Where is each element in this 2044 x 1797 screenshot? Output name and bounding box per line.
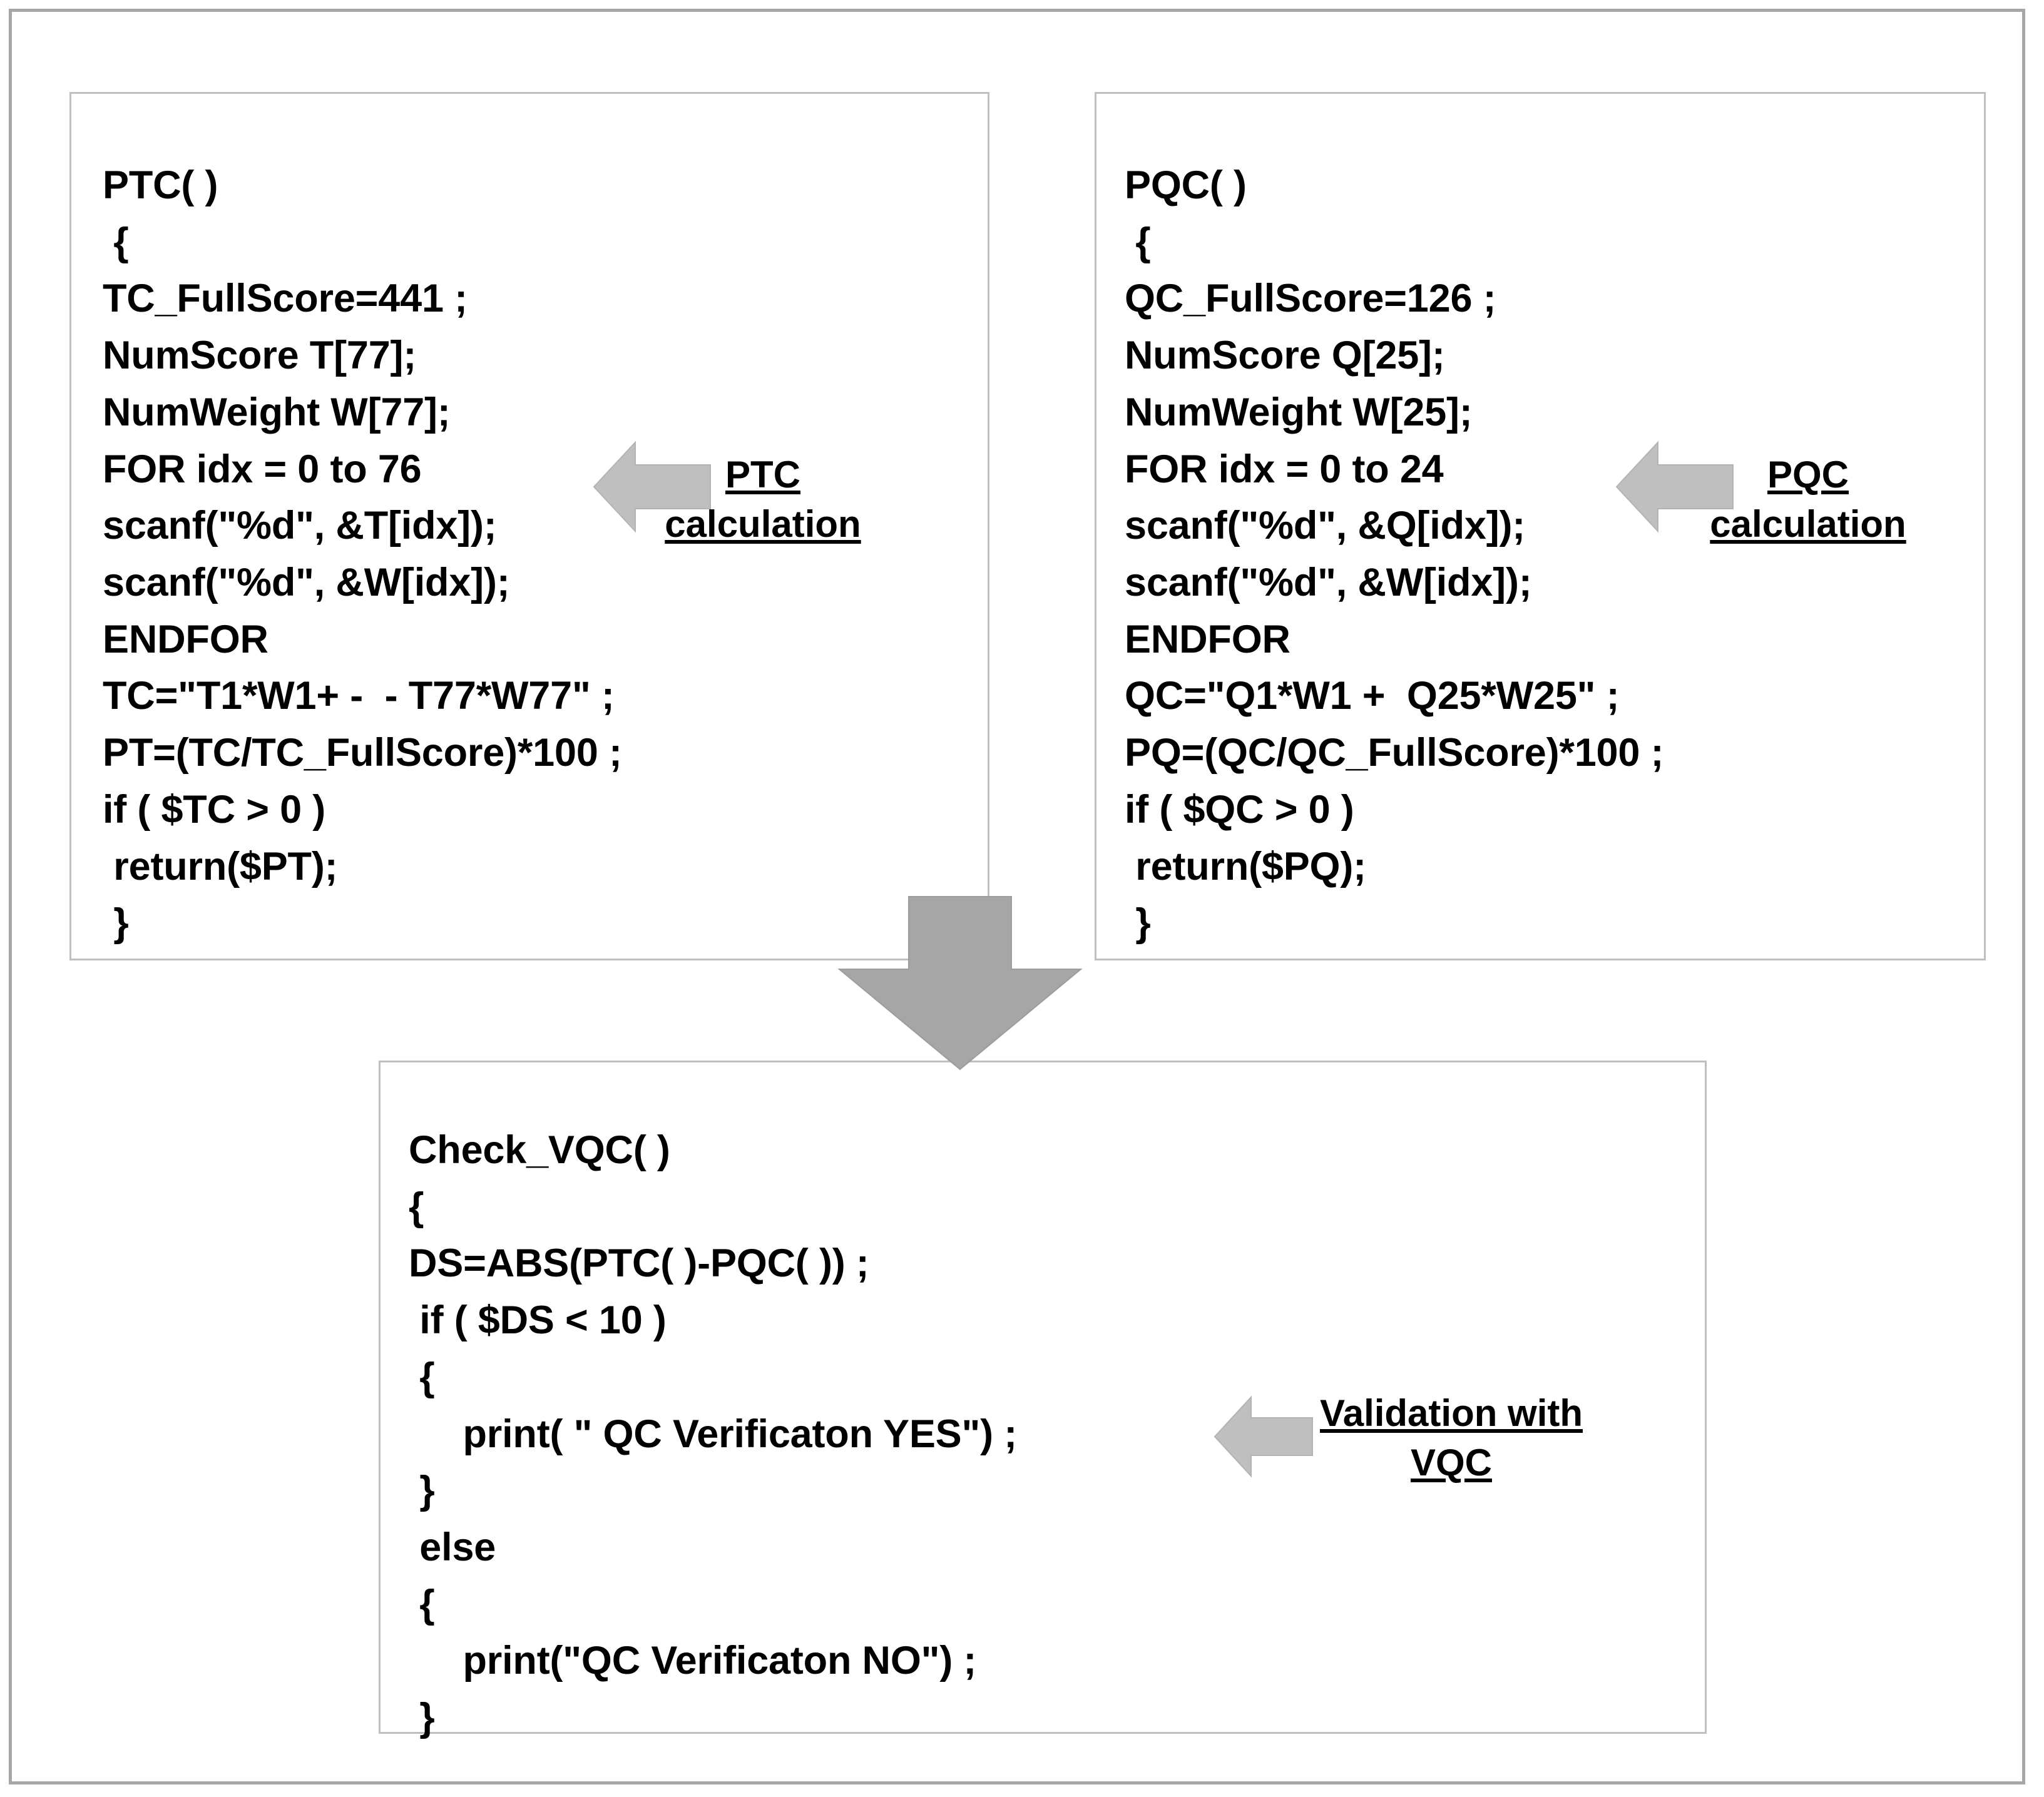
ptc-annotation-label: PTC calculation (665, 454, 861, 546)
pqc-code-box: PQC( ) { QC_FullScore=126 ; NumScore Q[2… (1095, 92, 1986, 960)
ptc-left-arrow-icon (593, 434, 712, 540)
pqc-left-arrow-icon (1615, 434, 1734, 540)
flow-down-arrow-icon (838, 895, 1082, 1071)
pqc-code-text: PQC( ) { QC_FullScore=126 ; NumScore Q[2… (1125, 163, 1664, 945)
diagram-frame: PTC( ) { TC_FullScore=441 ; NumScore T[7… (9, 9, 2025, 1784)
vqc-code-text: Check_VQC( ) { DS=ABS(PTC( )-PQC( )) ; i… (409, 1128, 1018, 1740)
vqc-annotation-label: Validation with VQC (1319, 1392, 1583, 1484)
vqc-code-box: Check_VQC( ) { DS=ABS(PTC( )-PQC( )) ; i… (379, 1061, 1707, 1739)
ptc-code-box: PTC( ) { TC_FullScore=441 ; NumScore T[7… (69, 92, 989, 960)
pqc-annotation-label: PQC calculation (1710, 454, 1906, 546)
vqc-left-arrow-icon (1214, 1390, 1314, 1484)
ptc-code-text: PTC( ) { TC_FullScore=441 ; NumScore T[7… (103, 163, 622, 945)
